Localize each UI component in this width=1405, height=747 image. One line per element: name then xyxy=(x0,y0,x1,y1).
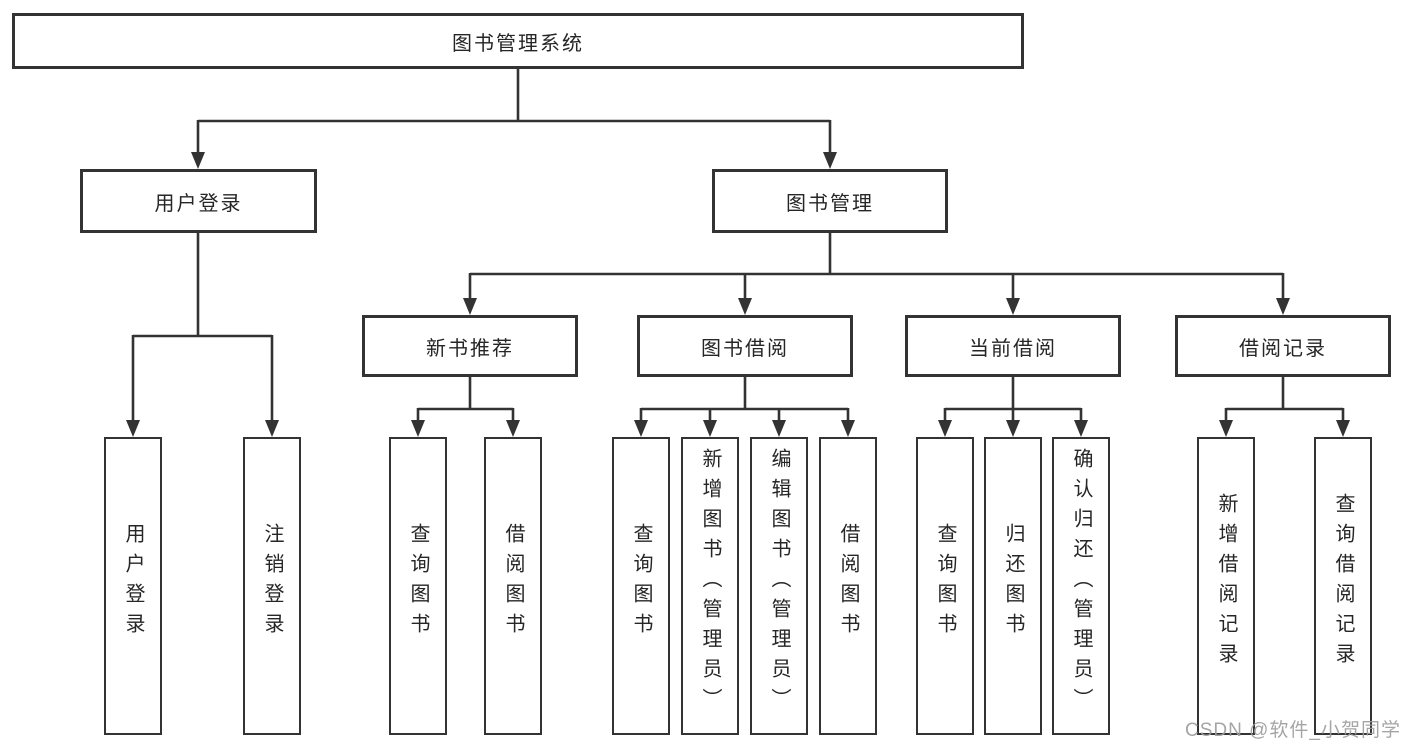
leaf-borrow-books-label: 借阅图书 xyxy=(837,523,859,643)
leaf-query-books-recommend-label: 查询图书 xyxy=(407,523,429,643)
leaf-query-books-borrow-label: 查询图书 xyxy=(630,523,652,643)
leaf-return-books: 归还图书 xyxy=(984,437,1042,735)
leaf-borrow-books-recommend: 借阅图书 xyxy=(484,437,542,735)
leaf-borrow-books: 借阅图书 xyxy=(819,437,877,735)
leaf-query-books-current-label: 查询图书 xyxy=(934,523,956,643)
node-book-borrow-label: 图书借阅 xyxy=(701,337,789,360)
leaf-query-books-borrow: 查询图书 xyxy=(612,437,670,735)
node-library-system-label: 图书管理系统 xyxy=(452,32,584,55)
leaf-confirm-return-admin-label: 确认归还（管理员） xyxy=(1070,448,1092,718)
leaf-add-books-admin-label: 新增图书（管理员） xyxy=(699,448,721,718)
leaf-borrow-books-recommend-label: 借阅图书 xyxy=(502,523,524,643)
leaf-query-borrow-record-label: 查询借阅记录 xyxy=(1332,493,1354,673)
leaf-edit-books-admin: 编辑图书（管理员） xyxy=(750,437,808,735)
node-current-borrow-label: 当前借阅 xyxy=(969,337,1057,360)
leaf-logout: 注销登录 xyxy=(243,437,301,735)
leaf-user-login-label: 用户登录 xyxy=(122,523,144,643)
node-new-book-recommend: 新书推荐 xyxy=(362,315,578,377)
node-user-login-label: 用户登录 xyxy=(154,192,243,215)
leaf-return-books-label: 归还图书 xyxy=(1002,523,1024,643)
node-borrow-records: 借阅记录 xyxy=(1175,315,1391,377)
node-current-borrow: 当前借阅 xyxy=(905,315,1121,377)
node-book-borrow: 图书借阅 xyxy=(637,315,853,377)
node-library-system: 图书管理系统 xyxy=(12,13,1024,69)
leaf-query-books-recommend: 查询图书 xyxy=(389,437,447,735)
node-book-management-label: 图书管理 xyxy=(786,192,874,215)
leaf-confirm-return-admin: 确认归还（管理员） xyxy=(1052,437,1110,735)
arrowhead-icons xyxy=(126,152,1350,437)
node-borrow-records-label: 借阅记录 xyxy=(1239,337,1327,360)
leaf-add-borrow-record: 新增借阅记录 xyxy=(1197,437,1255,735)
leaf-logout-label: 注销登录 xyxy=(261,523,283,643)
csdn-watermark: CSDN @软件_小贺同学 xyxy=(1185,720,1401,741)
leaf-add-books-admin: 新增图书（管理员） xyxy=(681,437,739,735)
leaf-query-books-current: 查询图书 xyxy=(916,437,974,735)
leaf-edit-books-admin-label: 编辑图书（管理员） xyxy=(768,448,790,718)
node-book-management: 图书管理 xyxy=(712,169,948,233)
leaf-query-borrow-record: 查询借阅记录 xyxy=(1314,437,1372,735)
leaf-user-login: 用户登录 xyxy=(104,437,162,735)
node-user-login: 用户登录 xyxy=(80,169,317,233)
leaf-add-borrow-record-label: 新增借阅记录 xyxy=(1215,493,1237,673)
node-new-book-recommend-label: 新书推荐 xyxy=(426,337,514,360)
